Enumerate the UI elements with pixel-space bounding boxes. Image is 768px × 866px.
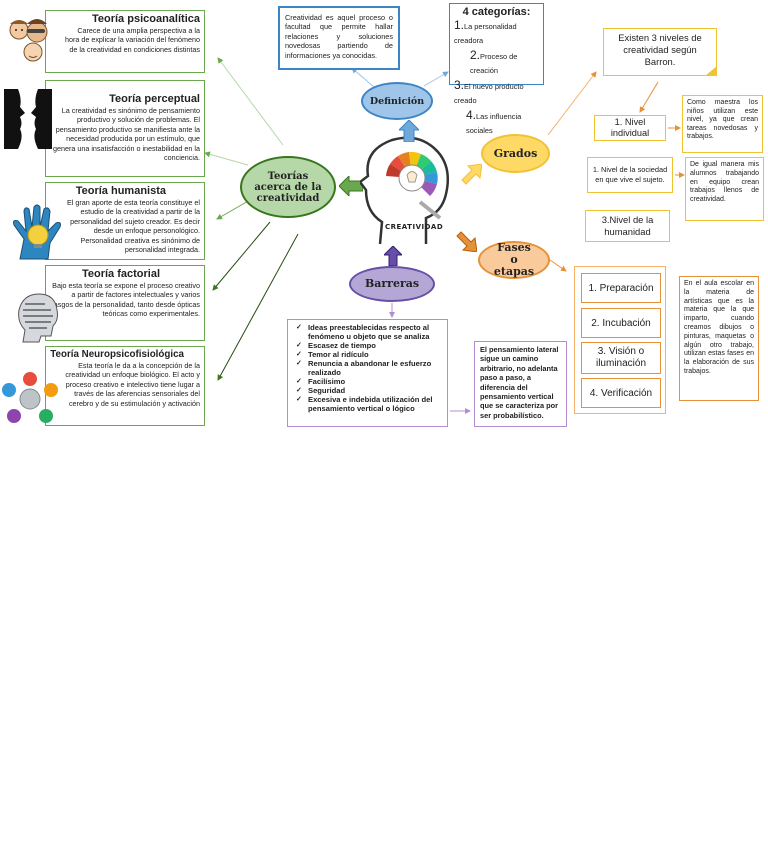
line-to-perceptual (204, 151, 249, 166)
theory-neuropsicofisiologica-box: Teoría Neuropsicofisiológica Esta teoría… (45, 346, 205, 426)
category-item: 1.La personalidad creadora (454, 18, 517, 45)
arrow-up-blue-icon (397, 119, 421, 147)
barrier-item: Temor al ridículo (296, 350, 443, 359)
lateral-thinking-note: El pensamiento lateral sigue un camino a… (474, 341, 567, 427)
theory-humanista-box: Teoría humanista El gran aporte de esta … (45, 182, 205, 260)
phase-box: 3. Visión o iluminación (581, 342, 661, 374)
theory-title: Teoría perceptual (109, 93, 200, 105)
phase-box: 4. Verificación (581, 378, 661, 408)
categories-title: 4 categorías: (462, 6, 531, 18)
barrier-item: Ideas preestablecidas respecto al fenóme… (296, 323, 443, 341)
definition-node-label: Definición (369, 95, 425, 107)
phase-box: 1. Preparación (581, 273, 661, 303)
theory-text: Carece de una amplia perspectiva a la ho… (64, 26, 200, 54)
barriers-node[interactable]: Barreras (349, 266, 435, 302)
phase-label: 3. Visión o iluminación (595, 346, 647, 369)
definition-text-box: Creatividad es aquel proceso o facultad … (278, 6, 400, 70)
line-to-neuropsicofisiologica (217, 233, 299, 381)
center-label: CREATIVIDAD (385, 223, 444, 231)
level-society-box: 1. Nivel de la sociedad en que vive el s… (587, 157, 673, 193)
line-to-barron (547, 71, 597, 136)
line-to-humanista (216, 199, 251, 220)
barron-note: Existen 3 niveles de creatividad según B… (603, 28, 717, 76)
phase-box: 2. Incubación (581, 308, 661, 338)
category-item: 3.El nuevo producto creado (454, 78, 524, 105)
definition-node[interactable]: Definición (361, 82, 433, 120)
level-label: 1. Nivel de la sociedad en que vive el s… (592, 165, 668, 184)
theory-title: Teoría psicoanalítica (91, 13, 200, 25)
faces-silhouette-icon (4, 89, 52, 149)
grades-node-label: Grados (493, 147, 538, 160)
head-collage-icon (15, 290, 59, 344)
lateral-note-text: El pensamiento lateral sigue un camino a… (480, 345, 559, 420)
barrier-item: Seguridad (296, 386, 443, 395)
level-note-text: De igual manera mis alumnos trabajando e… (690, 161, 759, 204)
category-item: 2.Proceso de creación (470, 48, 518, 75)
creativity-head-icon (358, 132, 456, 246)
line-barron-to-level1 (639, 81, 659, 113)
level-label: 3.Nivel de la humanidad (601, 214, 654, 237)
phases-note: En el aula escolar en la materia de artí… (679, 276, 759, 401)
level-humanity-box: 3.Nivel de la humanidad (585, 210, 670, 242)
theory-factorial-box: Teoría factorial Bajo esta teoría se exp… (45, 265, 205, 341)
theory-text: La creatividad es sinónimo de pensamient… (52, 106, 200, 163)
category-item: 4.Las influencia sociales (466, 108, 522, 135)
people-thinking-icon (5, 12, 53, 68)
theory-text: El gran aporte de esta teoría constituye… (66, 198, 200, 255)
arrow-upright-yellow-icon (460, 163, 483, 191)
theories-node[interactable]: Teorías acerca de la creatividad (240, 156, 336, 218)
line-to-factorial (212, 221, 271, 291)
level-individual-box: 1. Nivel individual (594, 115, 666, 141)
barrier-item: Facilísimo (296, 377, 443, 386)
barriers-node-label: Barreras (364, 277, 420, 290)
hand-bulb-icon (10, 203, 66, 261)
level-note-text: Como maestra los niños utilizan este niv… (687, 99, 758, 141)
barron-note-text: Existen 3 niveles de creatividad según B… (618, 32, 702, 67)
theory-title: Teoría humanista (75, 185, 166, 197)
barriers-list: Ideas preestablecidas respecto al fenóme… (288, 320, 447, 413)
phase-label: 4. Verificación (589, 387, 653, 399)
barrier-item: Renuncia a abandonar le esfuerzo realiza… (296, 359, 443, 377)
phases-node[interactable]: Fases o etapas (478, 241, 550, 279)
barrier-item: Escasez de tiempo (296, 341, 443, 350)
phases-note-text: En el aula escolar en la materia de artí… (684, 280, 754, 375)
theory-title: Teoría Neuropsicofisiológica (50, 349, 184, 360)
barrier-item: Excesiva e indebida utilización del pens… (296, 395, 443, 413)
phase-label: 2. Incubación (591, 317, 651, 329)
level-label: 1. Nivel individual (610, 117, 650, 138)
arrow-downright-orange-icon (455, 230, 478, 257)
brain-network-icon (0, 370, 62, 428)
line-to-phases (549, 259, 567, 272)
categories-box: 4 categorías: 1.La personalidad creadora… (449, 3, 544, 135)
line-to-definition-text (351, 67, 376, 89)
barriers-list-box: Ideas preestablecidas respecto al fenóme… (287, 319, 448, 427)
definition-text: Creatividad es aquel proceso o facultad … (285, 13, 393, 60)
theory-text: Bajo esta teoría se expone el proceso cr… (51, 281, 200, 319)
phase-label: 1. Preparación (588, 282, 654, 294)
line-to-psicoanalitica (217, 57, 284, 146)
theory-text: Esta teoría le da a la concepción de la … (65, 361, 200, 408)
grades-node[interactable]: Grados (481, 134, 550, 173)
level-individual-note: Como maestra los niños utilizan este niv… (682, 95, 763, 153)
phases-node-label: Fases o etapas (493, 241, 535, 278)
theories-node-label: Teorías acerca de la creatividad (254, 170, 322, 204)
theory-title: Teoría factorial (81, 268, 160, 280)
line-to-categories (423, 71, 449, 87)
level-society-note: De igual manera mis alumnos trabajando e… (685, 157, 764, 221)
theory-psicoanalitica-box: Teoría psicoanalítica Carece de una ampl… (45, 10, 205, 73)
theory-perceptual-box: Teoría perceptual La creatividad es sinó… (45, 80, 205, 177)
